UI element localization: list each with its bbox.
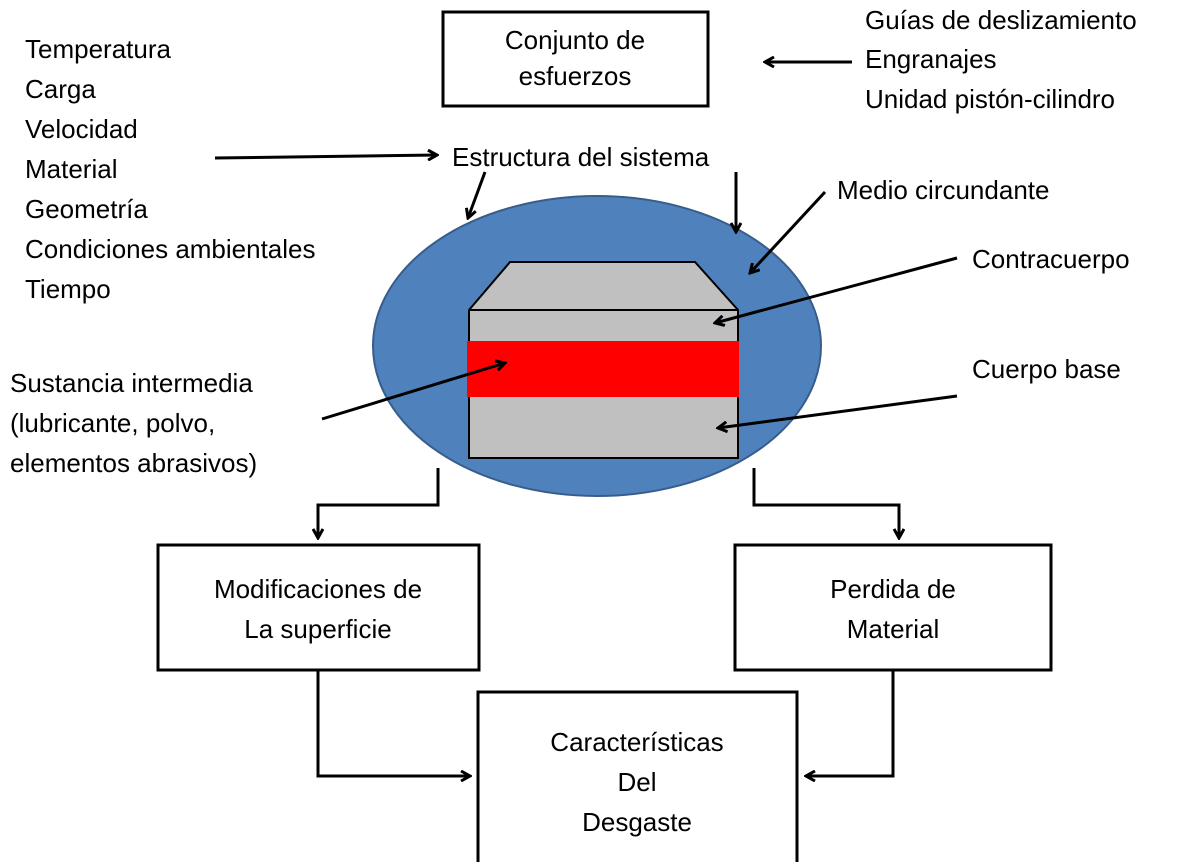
connector-perdida-to-caracteristicas xyxy=(806,670,895,776)
influence-item: Velocidad xyxy=(25,114,138,144)
caracteristicas-desgaste-box: Características Del Desgaste xyxy=(476,690,799,862)
caracteristicas-line-1: Características xyxy=(550,727,723,757)
connector-to-modificaciones xyxy=(318,468,440,538)
modificaciones-superficie-box: Modificaciones de La superficie xyxy=(156,543,481,672)
application-item: Unidad pistón-cilindro xyxy=(865,84,1115,114)
sustancia-intermedia-layer xyxy=(467,341,739,397)
estructura-sistema-label: Estructura del sistema xyxy=(452,142,710,172)
application-item: Guías de deslizamiento xyxy=(865,5,1137,35)
caracteristicas-line-3: Desgaste xyxy=(582,807,692,837)
influence-item: Tiempo xyxy=(25,274,111,304)
cuerpo-base-label: Cuerpo base xyxy=(972,354,1121,384)
influence-item: Temperatura xyxy=(25,34,171,64)
contracuerpo-label: Contracuerpo xyxy=(972,244,1130,274)
connector-modificaciones-to-caracteristicas xyxy=(316,670,470,776)
influence-item: Geometría xyxy=(25,194,148,224)
applications-list: Guías de deslizamiento Engranajes Unidad… xyxy=(865,5,1137,114)
conjunto-esfuerzos-box: Conjunto de esfuerzos xyxy=(441,10,710,108)
conjunto-esfuerzos-line-2: esfuerzos xyxy=(519,61,632,91)
arrow-sustancia-intermedia xyxy=(321,363,505,421)
influence-item: Material xyxy=(25,154,117,184)
sustancia-intermedia-line: Sustancia intermedia xyxy=(10,368,253,398)
sustancia-intermedia-line: elementos abrasivos) xyxy=(10,448,257,478)
conjunto-esfuerzos-line-1: Conjunto de xyxy=(505,25,645,55)
sustancia-intermedia-line: (lubricante, polvo, xyxy=(10,408,215,438)
modificaciones-line-1: Modificaciones de xyxy=(214,574,422,604)
arrow-structure-left xyxy=(468,171,487,218)
application-item: Engranajes xyxy=(865,44,997,74)
perdida-line-2: Material xyxy=(847,614,939,644)
influence-item: Carga xyxy=(25,74,96,104)
caracteristicas-line-2: Del xyxy=(617,767,656,797)
arrow-factors-to-structure xyxy=(214,155,437,158)
sustancia-intermedia-label: Sustancia intermedia (lubricante, polvo,… xyxy=(10,368,257,478)
influence-item: Condiciones ambientales xyxy=(25,234,316,264)
arrow-medio-circundante xyxy=(750,190,827,273)
modificaciones-line-2: La superficie xyxy=(244,614,391,644)
connector-to-perdida xyxy=(752,468,899,538)
arrow-cuerpo-base xyxy=(718,394,958,428)
arrow-contracuerpo xyxy=(715,256,958,323)
medio-circundante-label: Medio circundante xyxy=(837,175,1049,205)
influence-factors-list: Temperatura Carga Velocidad Material Geo… xyxy=(25,34,316,304)
perdida-line-1: Perdida de xyxy=(830,574,956,604)
perdida-material-box: Perdida de Material xyxy=(733,543,1053,672)
